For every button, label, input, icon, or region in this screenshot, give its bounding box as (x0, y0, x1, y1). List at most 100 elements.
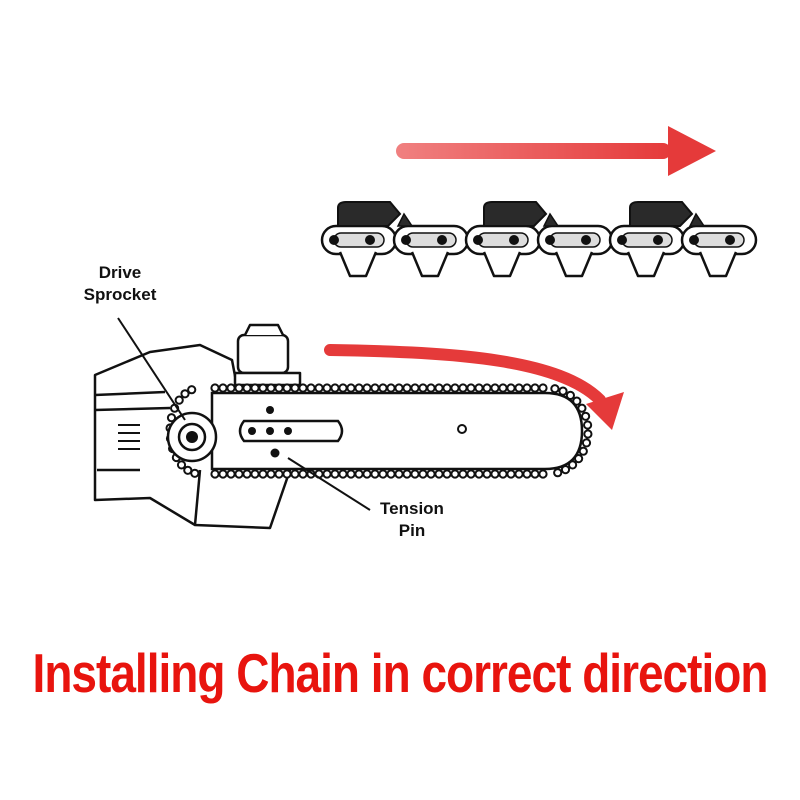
chain-link (338, 383, 348, 393)
chain-link (226, 383, 236, 393)
chain-drive-tang (338, 251, 378, 278)
chain-link (226, 469, 236, 479)
chain-drive-tang (482, 251, 522, 278)
chain-link (506, 383, 516, 393)
caption: Installing Chain in correct direction (32, 642, 769, 704)
chain-link (386, 383, 396, 393)
chain-link (418, 383, 428, 393)
chain-link-inner (621, 232, 673, 248)
chain-link (578, 446, 588, 456)
chain-link (402, 383, 412, 393)
chain-link (538, 383, 548, 393)
chain-link (370, 383, 380, 393)
chain-rivet (581, 235, 591, 245)
chain-link (234, 469, 244, 479)
chain-link (458, 383, 468, 393)
chain-link (346, 469, 356, 479)
chain-link (474, 383, 484, 393)
chain-drive-tang (698, 251, 738, 278)
chain-rivet (725, 235, 735, 245)
chain-link (218, 469, 228, 479)
chain-link (187, 385, 197, 395)
chain-link (522, 469, 532, 479)
chain-link-inner (405, 232, 457, 248)
chain-link (514, 383, 524, 393)
chain-rivet (545, 235, 555, 245)
chain-link (378, 469, 388, 479)
chain-link (490, 383, 500, 393)
chain-link (346, 383, 356, 393)
chain-cutter-tooth (483, 201, 548, 227)
chain-link (234, 383, 244, 393)
tension-pin (270, 448, 280, 458)
drive-sprocket-label: Drive Sprocket (60, 262, 180, 306)
chain-link (418, 469, 428, 479)
chain-link (466, 383, 476, 393)
chain-link (274, 469, 284, 479)
chain-link (370, 469, 380, 479)
chain-link (180, 389, 190, 399)
chain-link-inner (477, 232, 529, 248)
chain-link (298, 383, 308, 393)
chain-link (176, 460, 187, 470)
chain-link-inner (693, 232, 745, 248)
chain-link (498, 469, 508, 479)
guide-bar (210, 391, 584, 471)
chain-link (550, 384, 560, 394)
chain-link (583, 429, 593, 439)
chain-link (314, 383, 324, 393)
chain-link (410, 383, 420, 393)
chain-link (581, 438, 592, 448)
drive-sprocket-label-line2: Sprocket (83, 285, 157, 304)
chain-link (560, 465, 571, 475)
chain-link (362, 469, 372, 479)
chain-link (386, 469, 396, 479)
chain-rivet (689, 235, 699, 245)
tension-pin-label: Tension Pin (362, 498, 462, 542)
chain-link (498, 383, 508, 393)
chain-link (514, 469, 524, 479)
chain-link (290, 469, 300, 479)
chain-cutter-tooth (629, 201, 694, 227)
chain-link-inner (333, 232, 385, 248)
chain-link (266, 469, 276, 479)
chain-link (330, 469, 340, 479)
chain-link (402, 469, 412, 479)
chain-link (354, 469, 364, 479)
chain-link (574, 454, 584, 464)
chain-link (530, 383, 540, 393)
chain-link (442, 383, 452, 393)
chain-drive-tang (554, 251, 594, 278)
chain-link (338, 469, 348, 479)
chain-rivet (365, 235, 375, 245)
chain-link (290, 383, 300, 393)
drive-sprocket-label-line1: Drive (98, 263, 142, 282)
chain-link (394, 469, 404, 479)
drive-sprocket-leader (117, 317, 186, 421)
chain-link (258, 469, 268, 479)
chain-drive-tang (626, 251, 666, 278)
chain-rivet (329, 235, 339, 245)
chain-rivet (653, 235, 663, 245)
chain-link (450, 383, 460, 393)
chain-link (426, 383, 436, 393)
chain-link (538, 469, 548, 479)
chain-link (466, 469, 476, 479)
chain-link (434, 469, 444, 479)
chain-link (506, 469, 516, 479)
chain-link (306, 383, 316, 393)
chain-link (210, 469, 220, 479)
chain-rivet (509, 235, 519, 245)
chain-link (558, 386, 568, 396)
chain-link (482, 469, 492, 479)
chain-link (426, 469, 436, 479)
chain-depth-gauge (688, 212, 706, 227)
chain-link (354, 383, 364, 393)
chain-link (250, 383, 260, 393)
chain-link (553, 468, 563, 478)
chain-link (322, 469, 332, 479)
tension-pin-label-line2: Pin (398, 521, 426, 540)
chain-link (298, 469, 308, 479)
chain-link (583, 420, 593, 430)
